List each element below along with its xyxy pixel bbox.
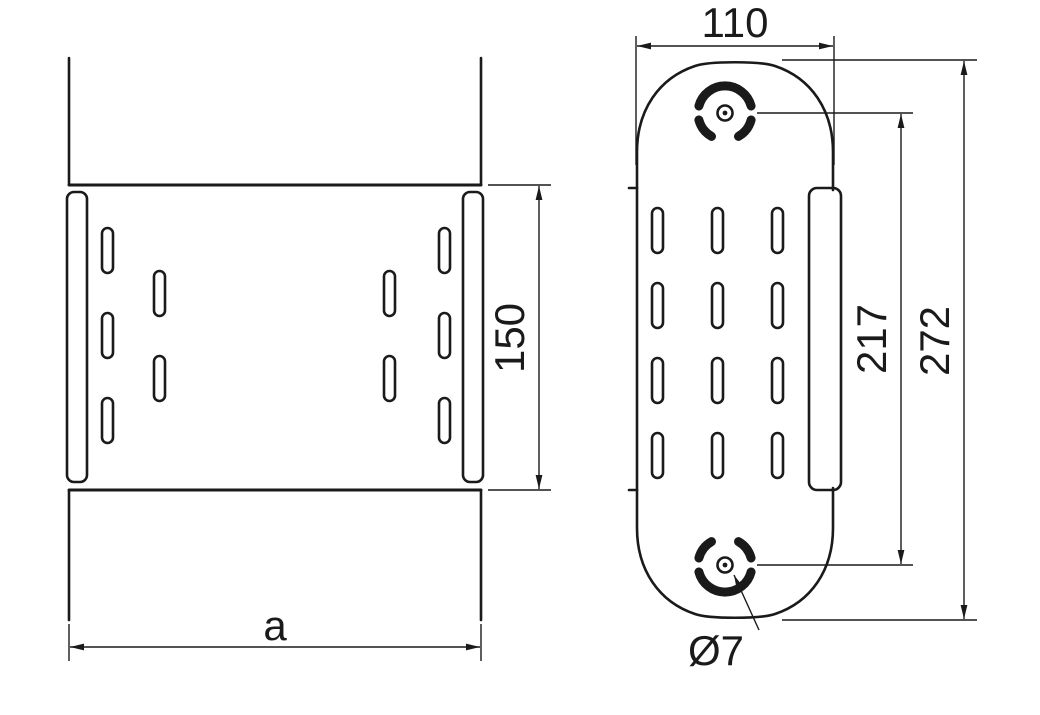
- slot-hole: [152, 354, 167, 403]
- slot-hole: [710, 356, 725, 405]
- side-rail: [461, 190, 485, 484]
- dim-hole-spacing-label: 217: [848, 304, 895, 374]
- callout-hole-diameter: Ø7: [688, 574, 760, 674]
- center-mark: [722, 110, 728, 116]
- arc-slot: [694, 537, 716, 563]
- dimension-hole-spacing: 217: [757, 112, 913, 566]
- dimension-front-width: 110: [635, 0, 835, 165]
- mount-hole-bottom: [694, 537, 756, 597]
- arc-slot: [694, 81, 756, 111]
- mount-hole-circle: [716, 556, 734, 574]
- slot-hole: [770, 431, 785, 480]
- slot-hole: [437, 396, 452, 445]
- arc-slot: [734, 115, 756, 141]
- slot-hole: [650, 281, 665, 330]
- front-view: 110 217 272 Ø7: [627, 0, 977, 674]
- dimension-side-height: 150: [486, 184, 551, 491]
- slot-hole: [152, 269, 167, 318]
- slot-hole: [710, 281, 725, 330]
- slot-hole: [650, 206, 665, 255]
- arc-slot: [694, 115, 716, 141]
- slot-hole: [710, 431, 725, 480]
- dim-front-width-label: 110: [702, 0, 769, 46]
- dim-hole-diameter-label: Ø7: [688, 627, 744, 674]
- slot-hole: [650, 431, 665, 480]
- mount-hole-top: [694, 81, 756, 141]
- dimension-overall-height: 272: [782, 59, 977, 621]
- arc-slot: [694, 567, 756, 597]
- slot-hole: [650, 356, 665, 405]
- plate-outline: [635, 60, 835, 620]
- slot-hole: [382, 269, 397, 318]
- slot-hole: [770, 356, 785, 405]
- slot-hole: [437, 311, 452, 360]
- arc-slot: [734, 537, 756, 563]
- slot-hole: [382, 354, 397, 403]
- side-view: 150 a: [65, 56, 551, 661]
- slot-hole-group: [100, 226, 452, 445]
- leader-line: [733, 574, 760, 631]
- side-rail-front: [807, 186, 843, 492]
- slot-hole: [100, 226, 115, 275]
- mount-hole-circle: [716, 104, 734, 122]
- slot-hole-group: [650, 206, 785, 480]
- dim-overall-height-label: 272: [911, 306, 958, 376]
- side-rail: [65, 190, 89, 484]
- slot-hole: [100, 311, 115, 360]
- slot-hole: [710, 206, 725, 255]
- center-mark: [722, 562, 728, 568]
- dimension-side-length: a: [68, 602, 482, 661]
- slot-hole: [437, 226, 452, 275]
- slot-hole: [100, 396, 115, 445]
- slot-hole: [770, 206, 785, 255]
- slot-hole: [770, 281, 785, 330]
- dim-side-length-label: a: [263, 602, 287, 649]
- dim-side-height-label: 150: [486, 303, 533, 373]
